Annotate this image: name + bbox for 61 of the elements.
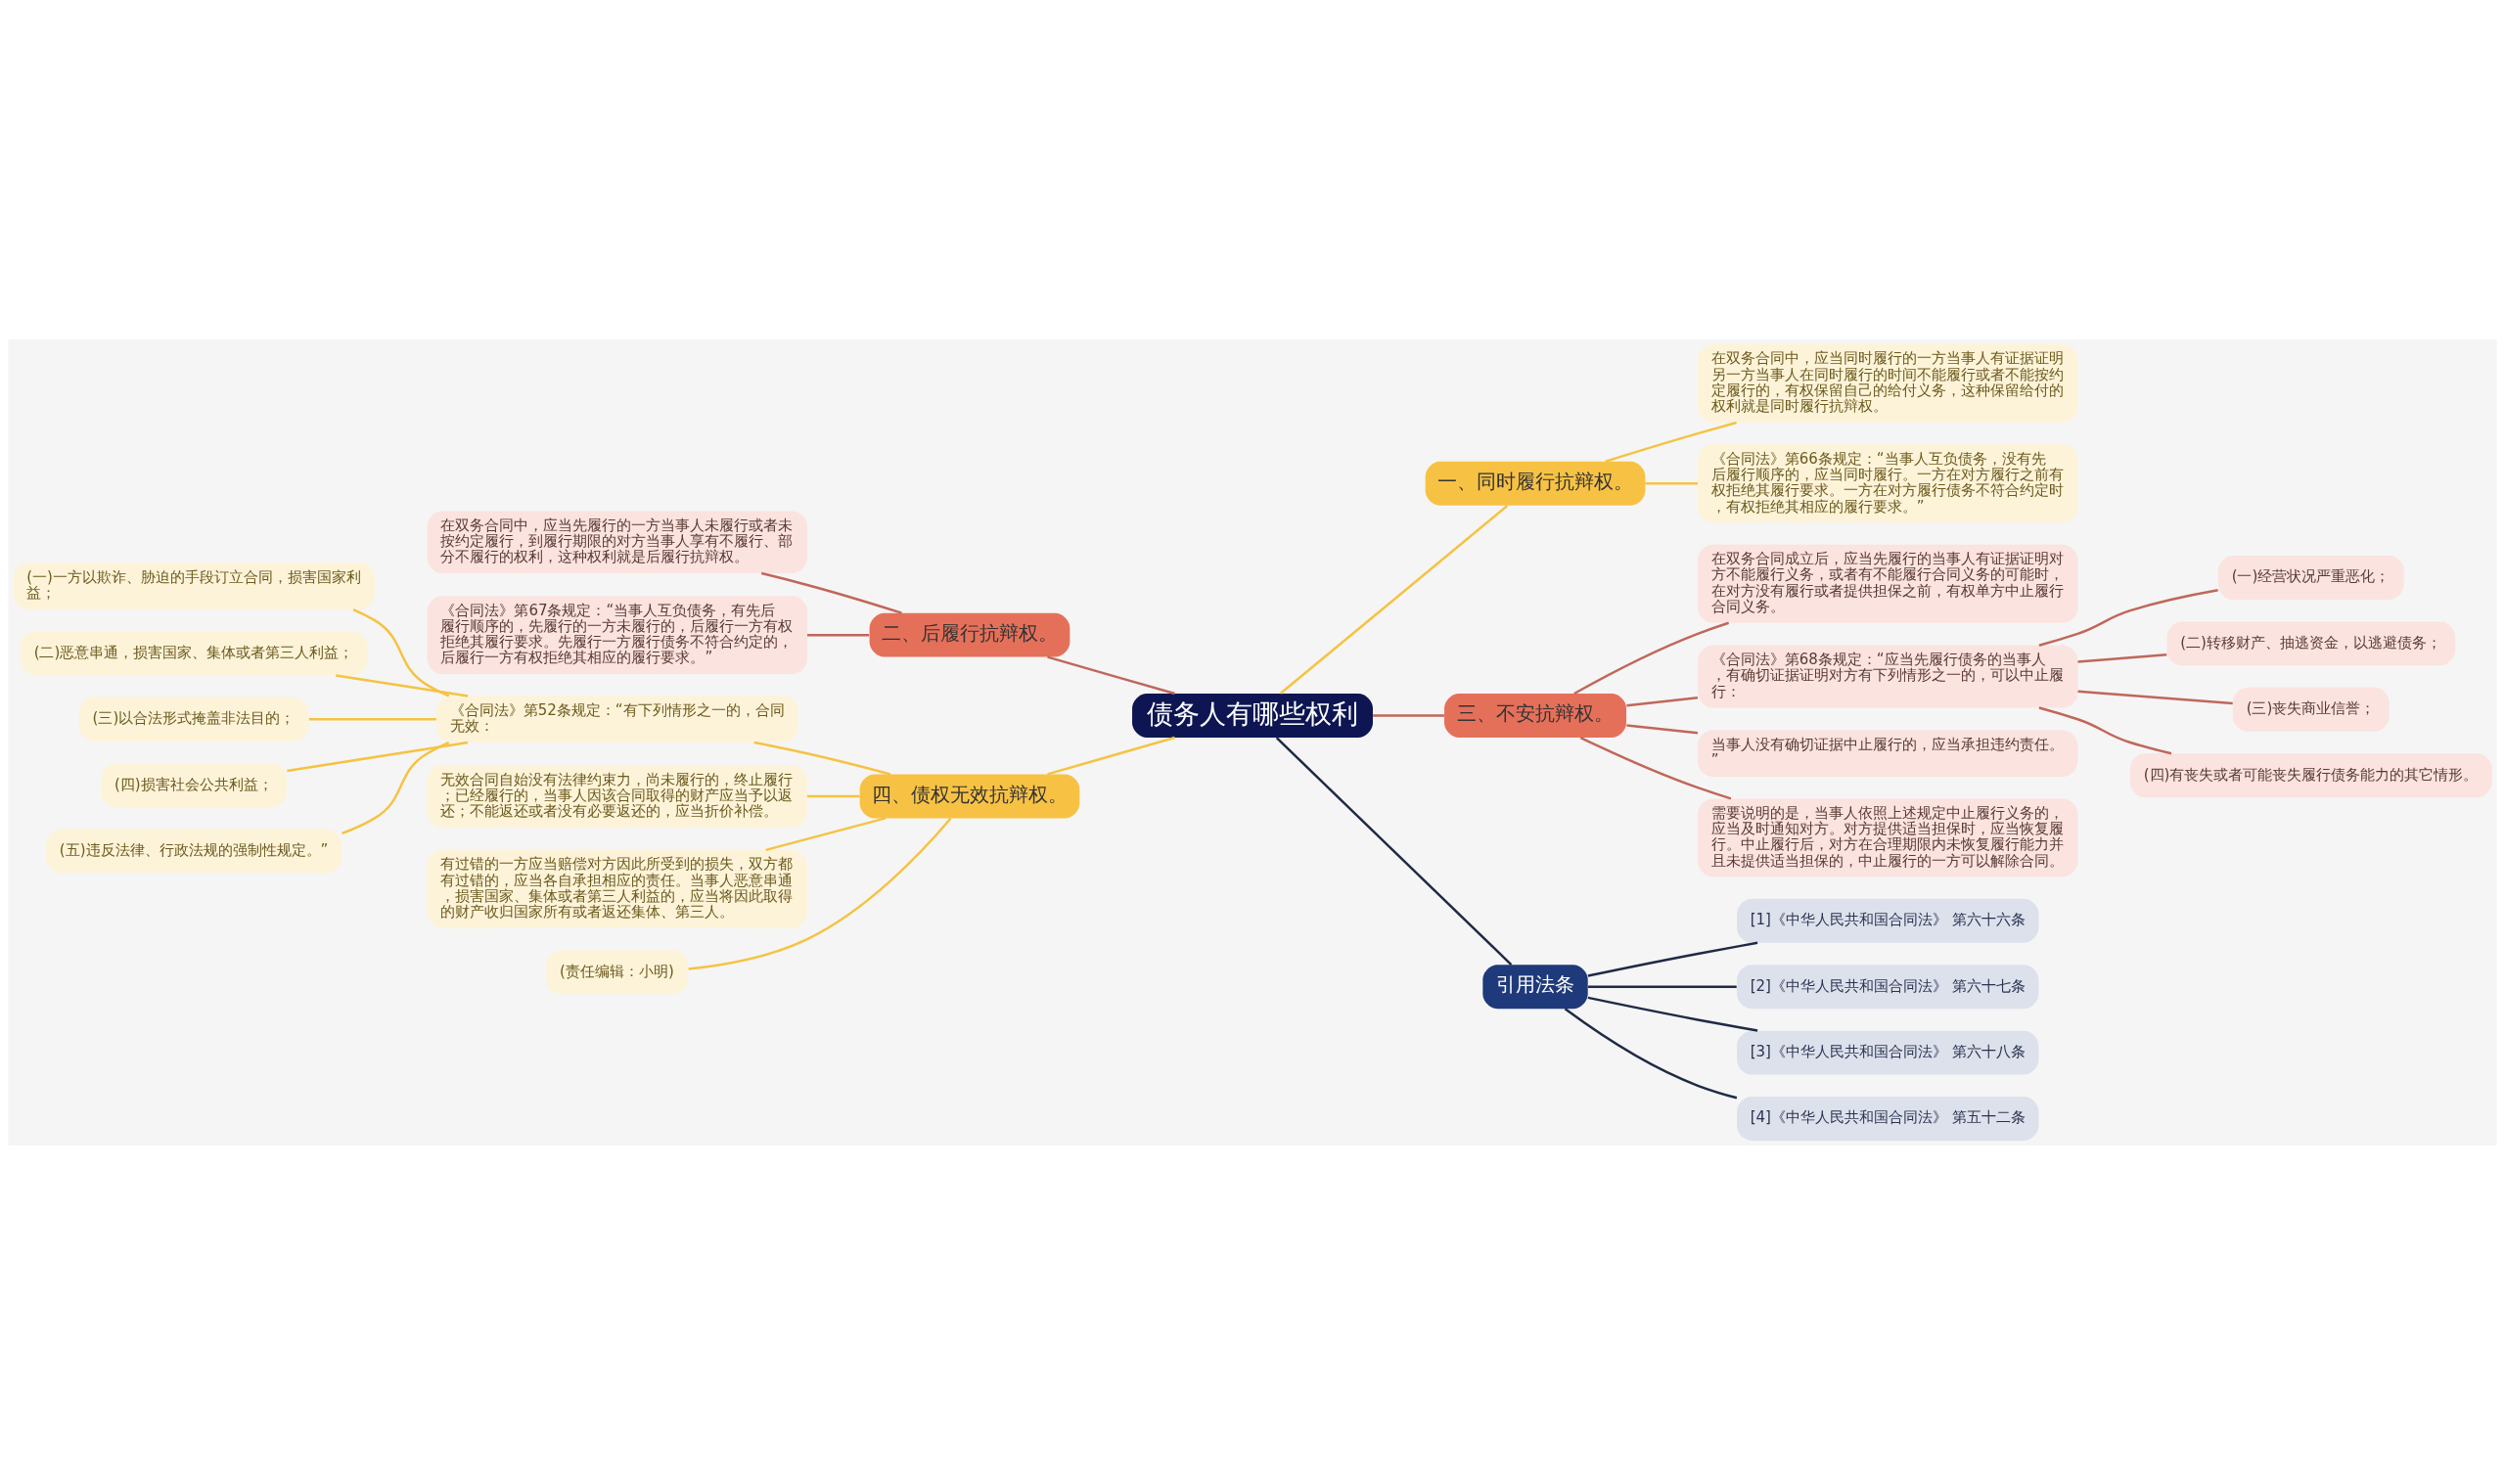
connector: [1605, 421, 1737, 463]
connector: [342, 741, 450, 834]
connector: [1587, 941, 1758, 977]
node-box: 《合同法》第52条规定：“有下列情形之一的，合同无效：: [436, 696, 798, 742]
connector: [1573, 621, 1730, 695]
node-box: 在双务合同中，应当同时履行的一方当事人有证据证明另一方当事人在同时履行的时间不能履行或者不能按约定履行的，有权保留自己的给付义务，这种保留给付的权利就是同时履行抗辩权。: [1698, 343, 2078, 423]
node-box: 一、同时履行抗辩权。: [1425, 461, 1646, 506]
node-box: 《合同法》第67条规定：“当事人互负债务，有先后履行顺序的，先履行的一方未履行的，后履行一方有权拒绝其履行要求。先履行一方履行债务不符合约定的，后履行一方有权拒绝其相应的履行要求。”: [427, 595, 807, 674]
connector: [1279, 504, 1509, 695]
node-box: 在双务合同中，应当先履行的一方当事人未履行或者未按约定履行，到履行期限的对方当事人享有不履行、部分不履行的权利，这种权利就是后履行抗辩权。: [427, 510, 807, 573]
connector: [688, 817, 952, 970]
node-box: 四、债权无效抗辩权。: [859, 773, 1080, 818]
connector: [765, 816, 887, 851]
connector: [1588, 984, 1737, 988]
node-box: [3]《中华人民共和国合同法》 第六十八条: [1737, 1030, 2039, 1075]
node-box: (五)违反法律、行政法规的强制性规定。”: [46, 829, 342, 874]
connector: [1275, 736, 1513, 966]
node-box: 当事人没有确切证据中止履行的，应当承担违约责任。”: [1698, 730, 2078, 777]
connector: [760, 571, 902, 614]
connector: [1579, 736, 1732, 800]
connector: [1373, 713, 1444, 717]
connector: [1587, 996, 1758, 1032]
node-box: (四)有丧失或者可能丧失履行债务能力的其它情形。: [2130, 752, 2492, 797]
node-box: (三)以合法形式掩盖非法目的；: [78, 697, 309, 742]
connector: [1645, 481, 1698, 485]
node-box: 引用法条: [1482, 964, 1588, 1009]
connector: [287, 741, 469, 772]
node-box: (责任编辑：小明): [546, 949, 689, 994]
node-box: 需要说明的是，当事人依照上述规定中止履行义务的，应当及时通知对方。对方提供适当担保时，应当恢复履行。中止履行后，对方在合理期限内未恢复履行能力并且未提供适当担保的，中止履行的一方可以解除合同。: [1698, 797, 2078, 877]
node-box: (二)恶意串通，损害国家、集体或者第三人利益；: [20, 630, 368, 675]
connector: [1626, 696, 1699, 706]
connector: [308, 717, 436, 721]
node-box: [4]《中华人民共和国合同法》 第五十二条: [1737, 1096, 2039, 1141]
node-box: [2]《中华人民共和国合同法》 第六十七条: [1737, 964, 2039, 1009]
connector: [1564, 1007, 1738, 1099]
node-box: (三)丧失商业信誉；: [2232, 687, 2390, 732]
connector: [2038, 705, 2172, 754]
node-box: 《合同法》第68条规定：“应当先履行债务的当事人，有确切证据证明对方有下列情形之一的，可以中止履行：: [1698, 645, 2078, 707]
connector: [1047, 654, 1175, 695]
connector: [2077, 652, 2167, 663]
connector: [336, 673, 469, 697]
node-box: 在双务合同成立后，应当先履行的当事人有证据证明对方不能履行义务，或者有不能履行合同义务的可能时，在对方没有履行或者提供担保之前，有权单方中止履行合同义务。: [1698, 544, 2078, 623]
connector: [807, 633, 870, 636]
node-box: 有过错的一方应当赔偿对方因此所受到的损失，双方都有过错的，应当各自承担相应的责任。当事人恶意串通，损害国家、集体或者第三人利益的，应当将因此取得的财产收归国家所有或者返还集体、第三人。: [427, 849, 807, 928]
connector: [1047, 736, 1175, 776]
node-box: 三、不安抗辩权。: [1444, 693, 1627, 738]
node-box: 二、后履行抗辩权。: [869, 612, 1070, 657]
node-box: (四)损害社会公共利益；: [101, 762, 288, 807]
node-box: (二)转移财产、抽逃资金，以逃避债务；: [2166, 620, 2456, 665]
node-box: (一)经营状况严重恶化；: [2217, 555, 2404, 600]
connector: [807, 794, 860, 797]
node-box: [1]《中华人民共和国合同法》 第六十六条: [1737, 898, 2039, 943]
connector: [1626, 723, 1699, 735]
node-box: (一)一方以欺诈、胁迫的手段订立合同，损害国家利益；: [13, 562, 375, 609]
node-box: 债务人有哪些权利: [1132, 693, 1373, 738]
connector: [2038, 588, 2218, 647]
connector: [2077, 689, 2233, 704]
connector: [352, 607, 450, 697]
node-box: 无效合同自始没有法律约束力，尚未履行的，终止履行；已经履行的，当事人因该合同取得的财产应当予以返还；不能返还或者没有必要返还的，应当折价补偿。: [427, 764, 807, 828]
node-box: 《合同法》第66条规定：“当事人互负债务，没有先后履行顺序的，应当同时履行。一方在对方履行之前有权拒绝其履行要求。一方在对方履行债务不符合约定时，有权拒绝其相应的履行要求。”: [1698, 443, 2078, 522]
connector: [753, 741, 891, 776]
